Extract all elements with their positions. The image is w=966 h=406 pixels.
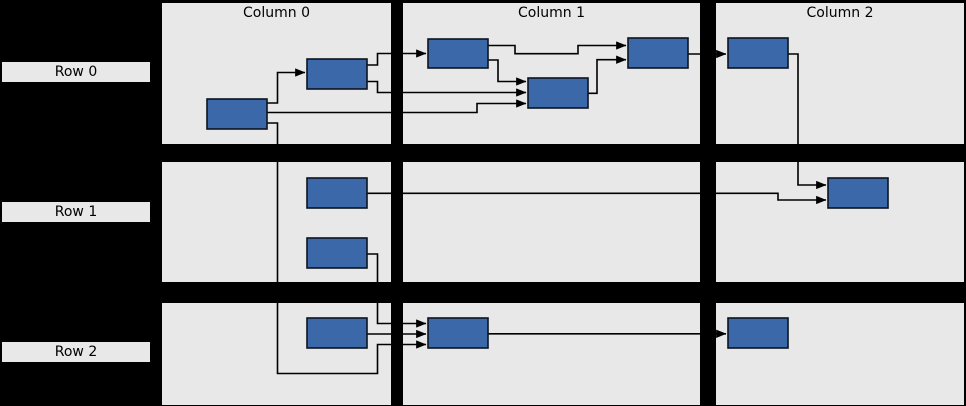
edge-n5-n8: [788, 53, 827, 190]
edge-n1-n2: [367, 49, 427, 66]
node-n4[interactable]: [627, 37, 689, 69]
node-n11[interactable]: [727, 317, 789, 349]
column-header-1: Column 1: [518, 5, 585, 21]
edge-n0-n1: [267, 68, 306, 104]
column-header-2: Column 2: [806, 5, 874, 21]
edge-n6-n8: [367, 192, 827, 205]
row-label-0: Row 0: [2, 62, 150, 82]
edge-n0-n10: [267, 122, 427, 375]
edge-n2-n3: [488, 59, 527, 86]
node-n9[interactable]: [306, 317, 368, 349]
edge-n2-n4: [488, 41, 627, 55]
node-n6[interactable]: [306, 177, 368, 209]
grid-cell: [716, 3, 964, 144]
grid-cell: [403, 3, 700, 144]
node-n5[interactable]: [727, 37, 789, 69]
edge-n7-n10: [367, 253, 427, 328]
node-n0[interactable]: [206, 98, 268, 130]
row-label-1: Row 1: [2, 202, 150, 222]
node-n3[interactable]: [527, 77, 589, 109]
edge-n0-n3: [267, 99, 527, 114]
node-n10[interactable]: [427, 317, 489, 349]
node-n1[interactable]: [306, 58, 368, 90]
node-n8[interactable]: [827, 177, 889, 209]
node-n2[interactable]: [427, 38, 489, 69]
edge-n3-n4: [588, 55, 627, 95]
node-n7[interactable]: [306, 237, 368, 269]
column-header-0: Column 0: [243, 5, 310, 21]
edge-n1-n3: [367, 80, 527, 97]
grid-cell: [403, 162, 700, 282]
row-label-2: Row 2: [2, 342, 150, 362]
